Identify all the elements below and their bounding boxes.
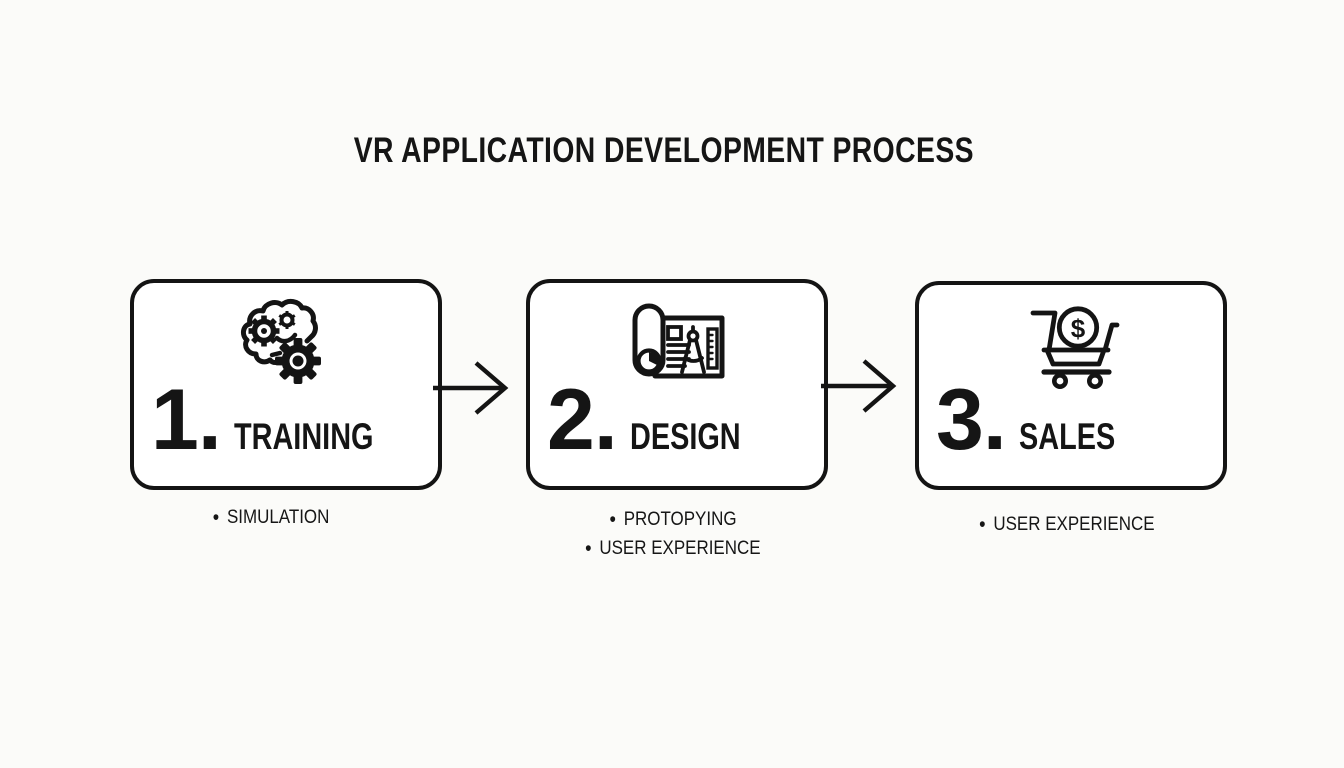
bullet-dot: •: [212, 506, 220, 529]
diagram-title: VR APPLICATION DEVELOPMENT PROCESS: [0, 131, 1344, 171]
bullet-dot: •: [585, 537, 592, 560]
bullet-list-design: • PROTOPYING • USER EXPERIENCE: [526, 505, 820, 563]
bullet-item: • SIMULATION: [213, 503, 330, 532]
step-heading: 1. TRAINING: [151, 377, 413, 463]
step-heading: 3. SALES: [936, 377, 1142, 463]
bullet-text: USER EXPERIENCE: [599, 537, 761, 559]
step-card-training: 1. TRAINING: [130, 279, 442, 490]
diagram-title-text: VR APPLICATION DEVELOPMENT PROCESS: [353, 131, 975, 170]
step-label: TRAINING: [233, 416, 374, 457]
bullet-dot: •: [979, 513, 986, 536]
bullet-text: SIMULATION: [226, 506, 330, 528]
arrow-right-icon: [821, 359, 897, 413]
bullet-list-sales: • USER EXPERIENCE: [915, 510, 1219, 539]
arrow-right-icon: [433, 361, 509, 415]
bullet-item: • USER EXPERIENCE: [979, 510, 1154, 539]
step-card-design: 2. DESIGN: [526, 279, 828, 490]
dollar-sign: $: [1071, 314, 1086, 344]
step-label: DESIGN: [629, 416, 741, 457]
bullet-list-training: • SIMULATION: [119, 503, 423, 532]
step-card-sales: $ 3. SALES: [915, 281, 1227, 490]
bullet-text: USER EXPERIENCE: [993, 513, 1155, 535]
step-label: SALES: [1018, 416, 1115, 457]
bullet-item: • PROTOPYING: [609, 505, 736, 534]
step-number: 3.: [936, 372, 1007, 468]
step-number: 2.: [547, 372, 618, 468]
bullet-text: PROTOPYING: [623, 508, 737, 530]
blueprint-compass-icon: [625, 300, 735, 390]
bullet-dot: •: [609, 508, 616, 531]
brain-gears-icon: [235, 298, 335, 398]
step-number: 1.: [151, 372, 222, 468]
bullet-item: • USER EXPERIENCE: [585, 534, 760, 563]
cart-dollar-icon: $: [1030, 300, 1130, 400]
step-heading: 2. DESIGN: [547, 377, 772, 463]
